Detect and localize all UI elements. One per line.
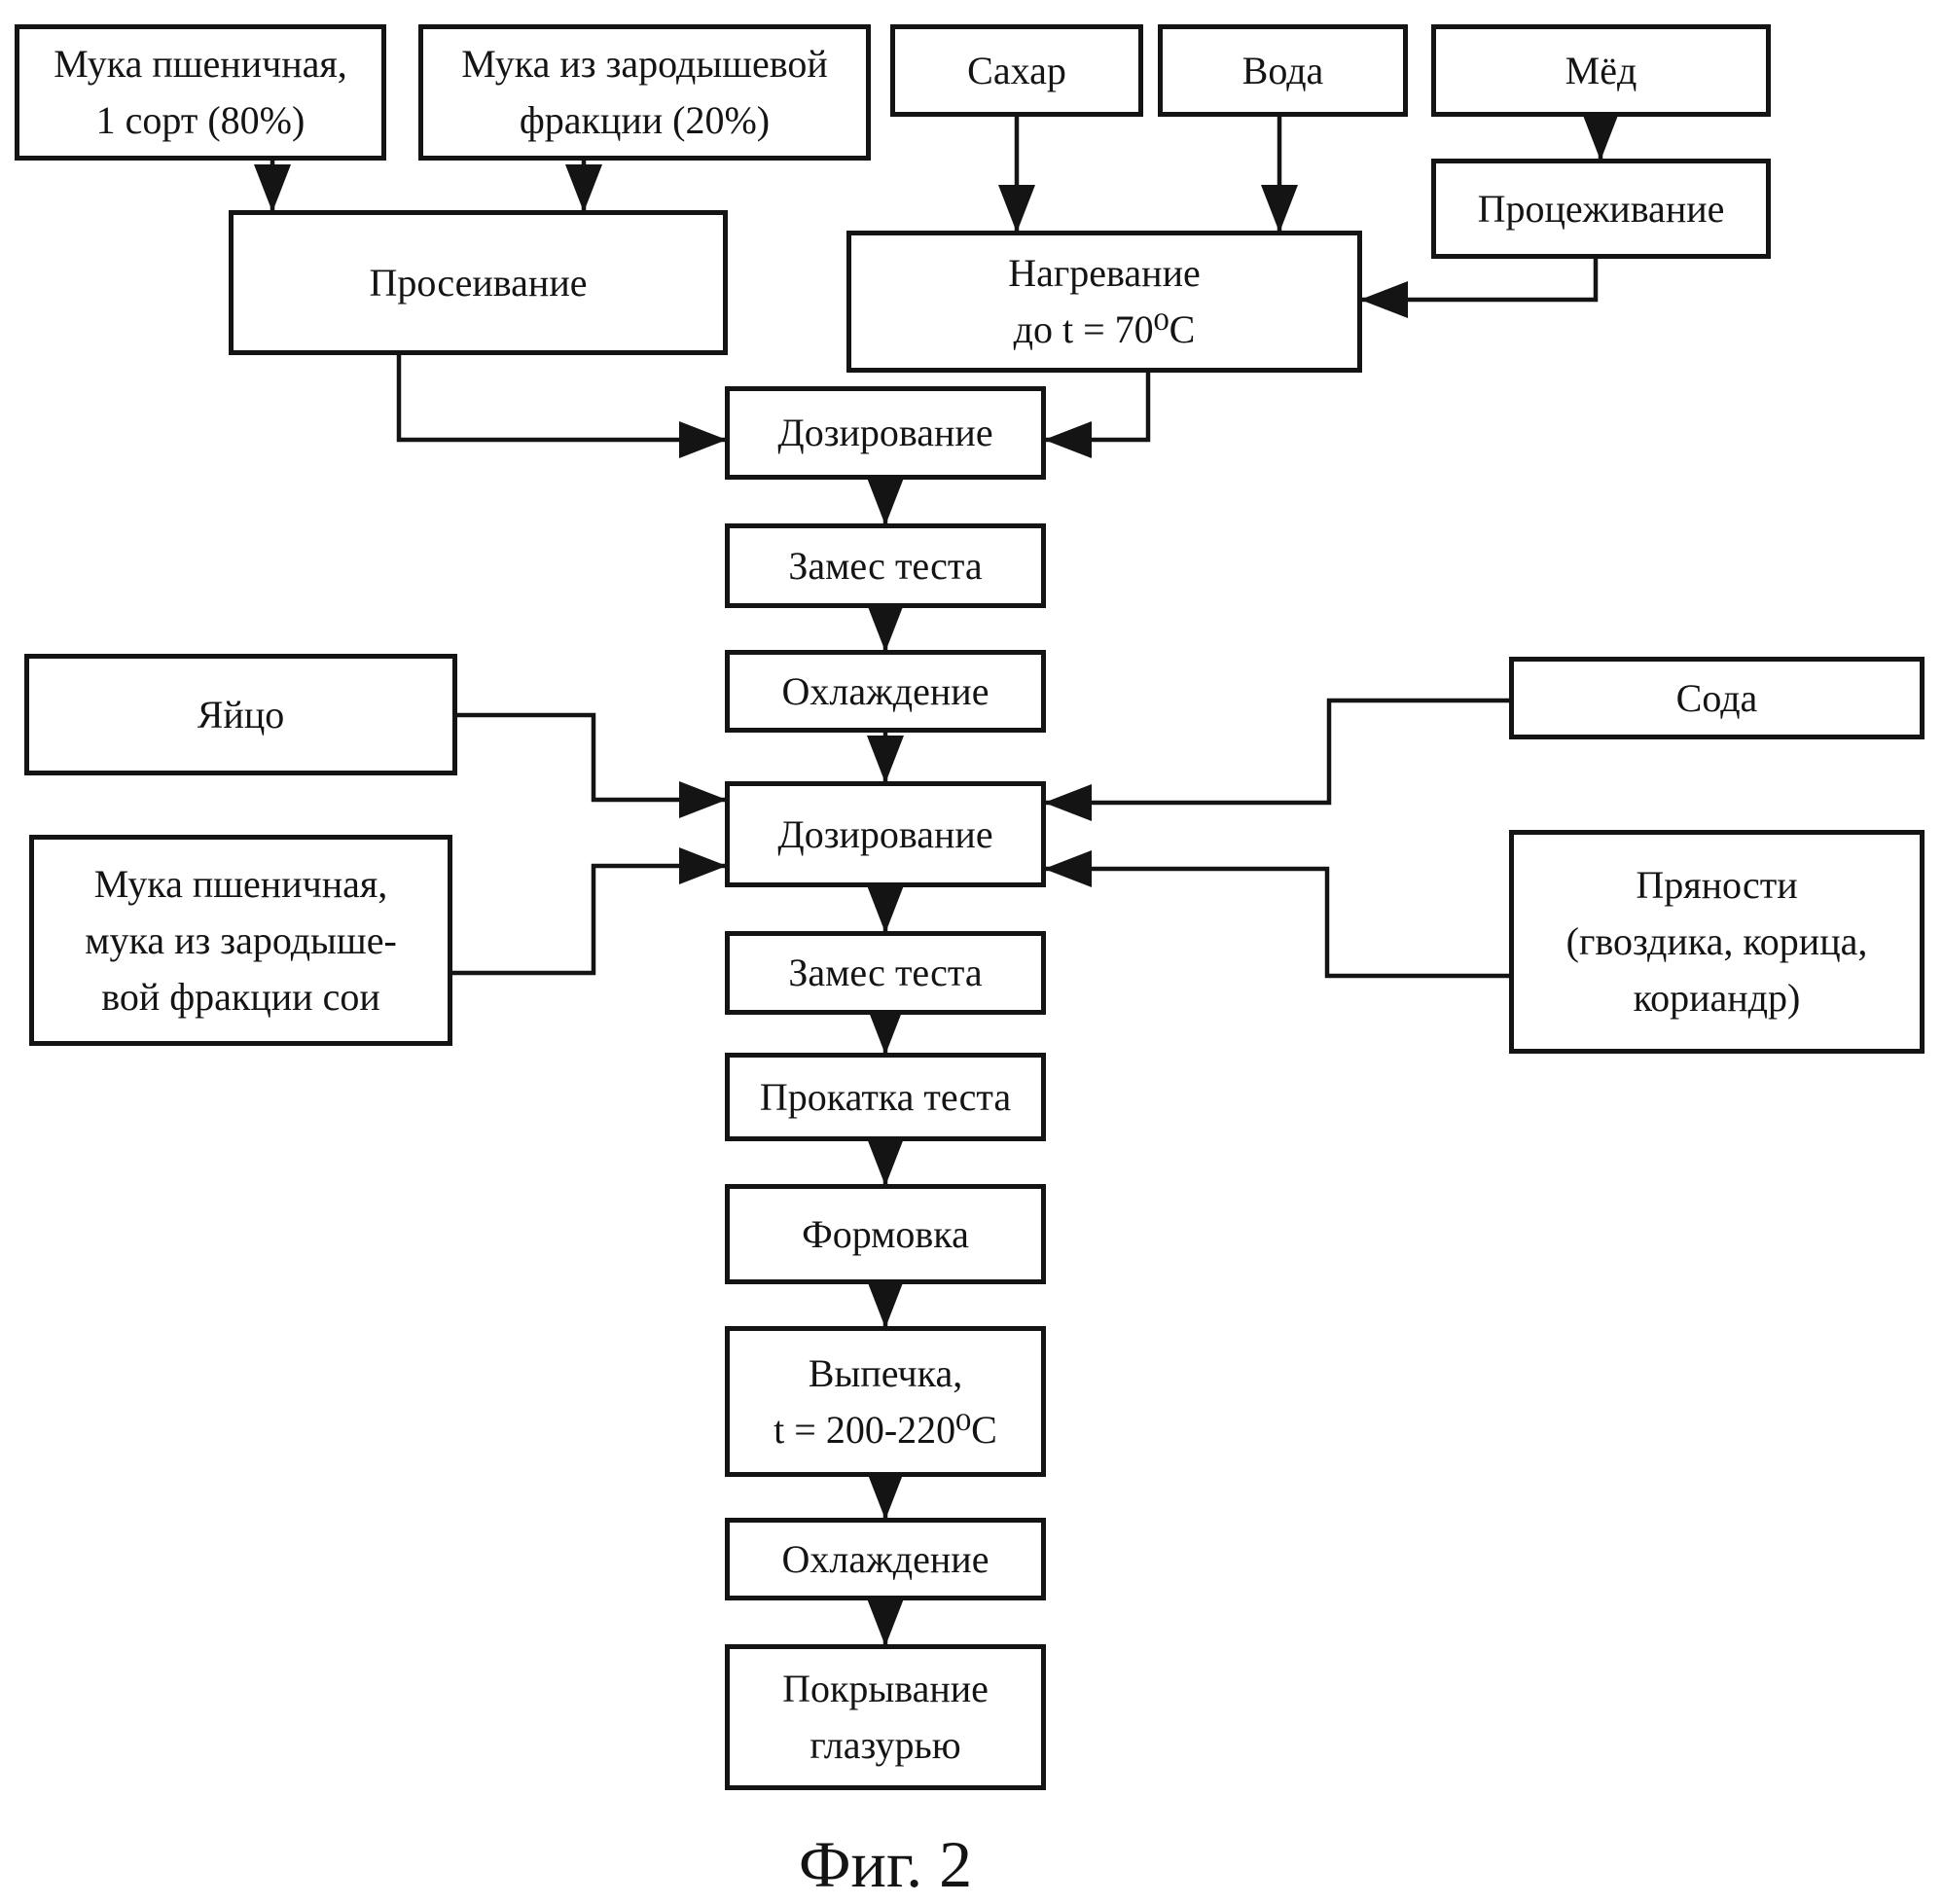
node-text-line: Дозирование [777, 811, 993, 856]
node-text-line: Замес теста [788, 951, 983, 994]
node-text-line: Замес теста [788, 543, 983, 588]
node-text-line: 1 сорт (80%) [95, 98, 306, 142]
node-water: Вода [1158, 24, 1408, 117]
node-sifting: Просеивание [229, 210, 728, 355]
node-text-line: Выпечка, [808, 1350, 963, 1395]
edge-spices-to-dosing-2 [1044, 850, 1509, 979]
node-glazing: Покрывание глазурью [725, 1644, 1046, 1790]
node-text-line: Покрывание [782, 1667, 989, 1710]
node-text-line: (гвоздика, корица, [1565, 919, 1868, 963]
node-flour-wheat: Мука пшеничная, 1 сорт (80%) [15, 24, 386, 161]
node-text-line: Охлаждение [781, 1536, 989, 1581]
node-kneading-1: Замес теста [725, 523, 1046, 608]
edge-straining-to-heating [1360, 259, 1599, 318]
node-text-line: Формовка [802, 1211, 969, 1256]
node-text-line: фракции (20%) [519, 98, 771, 142]
edge-egg-to-dosing-2 [457, 712, 727, 818]
node-text-line: Процеживание [1477, 186, 1725, 231]
node-text-line: Просеивание [369, 260, 588, 305]
node-text-line: Вода [1241, 48, 1324, 92]
node-flour-soy: Мука пшеничная, мука из зародыше-вой фрак… [29, 835, 452, 1046]
node-text-line: Нагревание [1008, 251, 1201, 295]
node-cooling-1: Охлаждение [725, 650, 1046, 733]
node-text-line: Мука пшеничная, [93, 861, 388, 906]
edge-sifting-to-dosing-1 [396, 355, 727, 458]
node-flour-germ: Мука из зародышевой фракции (20%) [418, 24, 871, 161]
node-text-line: Яйцо [197, 692, 285, 736]
node-text-line: Мука пшеничная, [54, 42, 347, 86]
node-rolling: Прокатка теста [725, 1053, 1046, 1141]
node-text-line: Сода [1675, 675, 1758, 720]
node-text-line: Прокатка теста [759, 1074, 1012, 1119]
node-straining: Процеживание [1431, 159, 1771, 259]
node-text-line: кориандр) [1633, 976, 1801, 1020]
node-text-line: до t = 70⁰С [1013, 307, 1196, 351]
node-text-line: Мёд [1565, 48, 1637, 92]
node-baking: Выпечка, t = 200-220⁰С [725, 1326, 1046, 1477]
node-kneading-2: Замес теста [725, 931, 1046, 1015]
figure-caption: Фиг. 2 [798, 1827, 973, 1901]
node-dosing-2: Дозирование [725, 781, 1046, 887]
node-cooling-2: Охлаждение [725, 1518, 1046, 1600]
node-spices: Пряности (гвоздика, корица, кориандр) [1509, 830, 1925, 1054]
node-text-line: t = 200-220⁰С [774, 1407, 997, 1452]
edge-flour-soy-to-dosing-2 [452, 847, 727, 976]
node-heating: Нагревание до t = 70⁰С [846, 231, 1362, 373]
node-egg: Яйцо [24, 654, 457, 775]
node-text-line: Мука из зародышевой [461, 42, 828, 86]
node-sugar: Сахар [890, 24, 1143, 117]
node-honey: Мёд [1431, 24, 1771, 117]
node-text-line: вой фракции сои [101, 974, 380, 1019]
node-text-line: мука из зародыше- [85, 917, 397, 962]
edge-heating-to-dosing-1 [1044, 373, 1151, 458]
node-text-line: Пряности [1636, 863, 1798, 907]
node-text-line: Сахар [967, 48, 1066, 92]
node-dosing-1: Дозирование [725, 386, 1046, 480]
node-soda: Сода [1509, 657, 1925, 739]
node-text-line: Дозирование [777, 411, 993, 454]
node-molding: Формовка [725, 1184, 1046, 1284]
node-text-line: глазурью [810, 1723, 961, 1767]
node-text-line: Охлаждение [781, 668, 989, 713]
edge-soda-to-dosing-2 [1044, 698, 1509, 821]
